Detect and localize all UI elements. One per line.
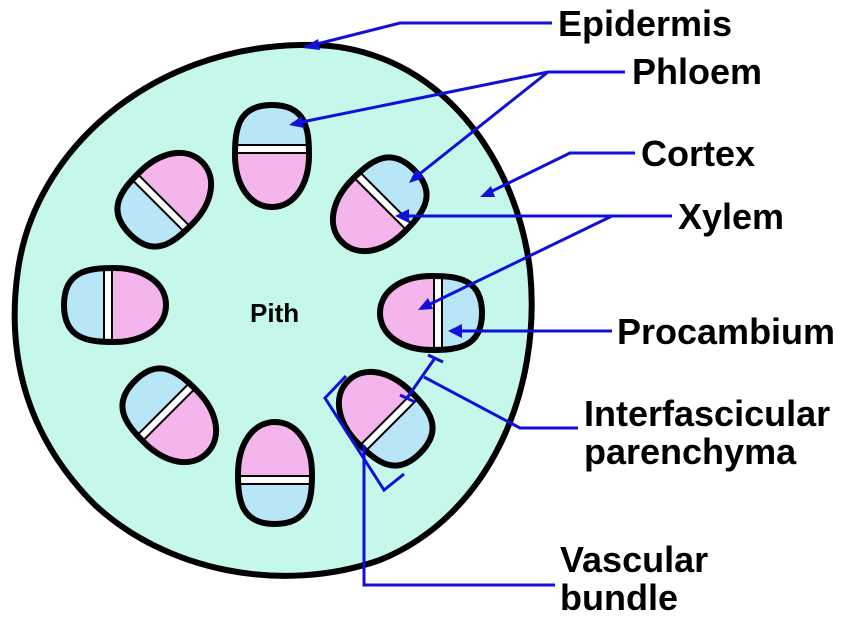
label-pith: Pith — [250, 298, 299, 328]
label-phloem: Phloem — [632, 51, 762, 92]
label-cortex: Cortex — [641, 133, 755, 174]
label-epidermis: Epidermis — [558, 3, 732, 44]
label-interfascicular-line2: parenchyma — [584, 431, 797, 472]
leader-epidermis — [305, 23, 552, 47]
label-procambium: Procambium — [617, 311, 835, 352]
label-xylem: Xylem — [678, 196, 784, 237]
label-vascular-line2: bundle — [560, 577, 678, 618]
label-vascular-line1: Vascular — [560, 539, 708, 580]
label-interfascicular-line1: Interfascicular — [584, 393, 830, 434]
